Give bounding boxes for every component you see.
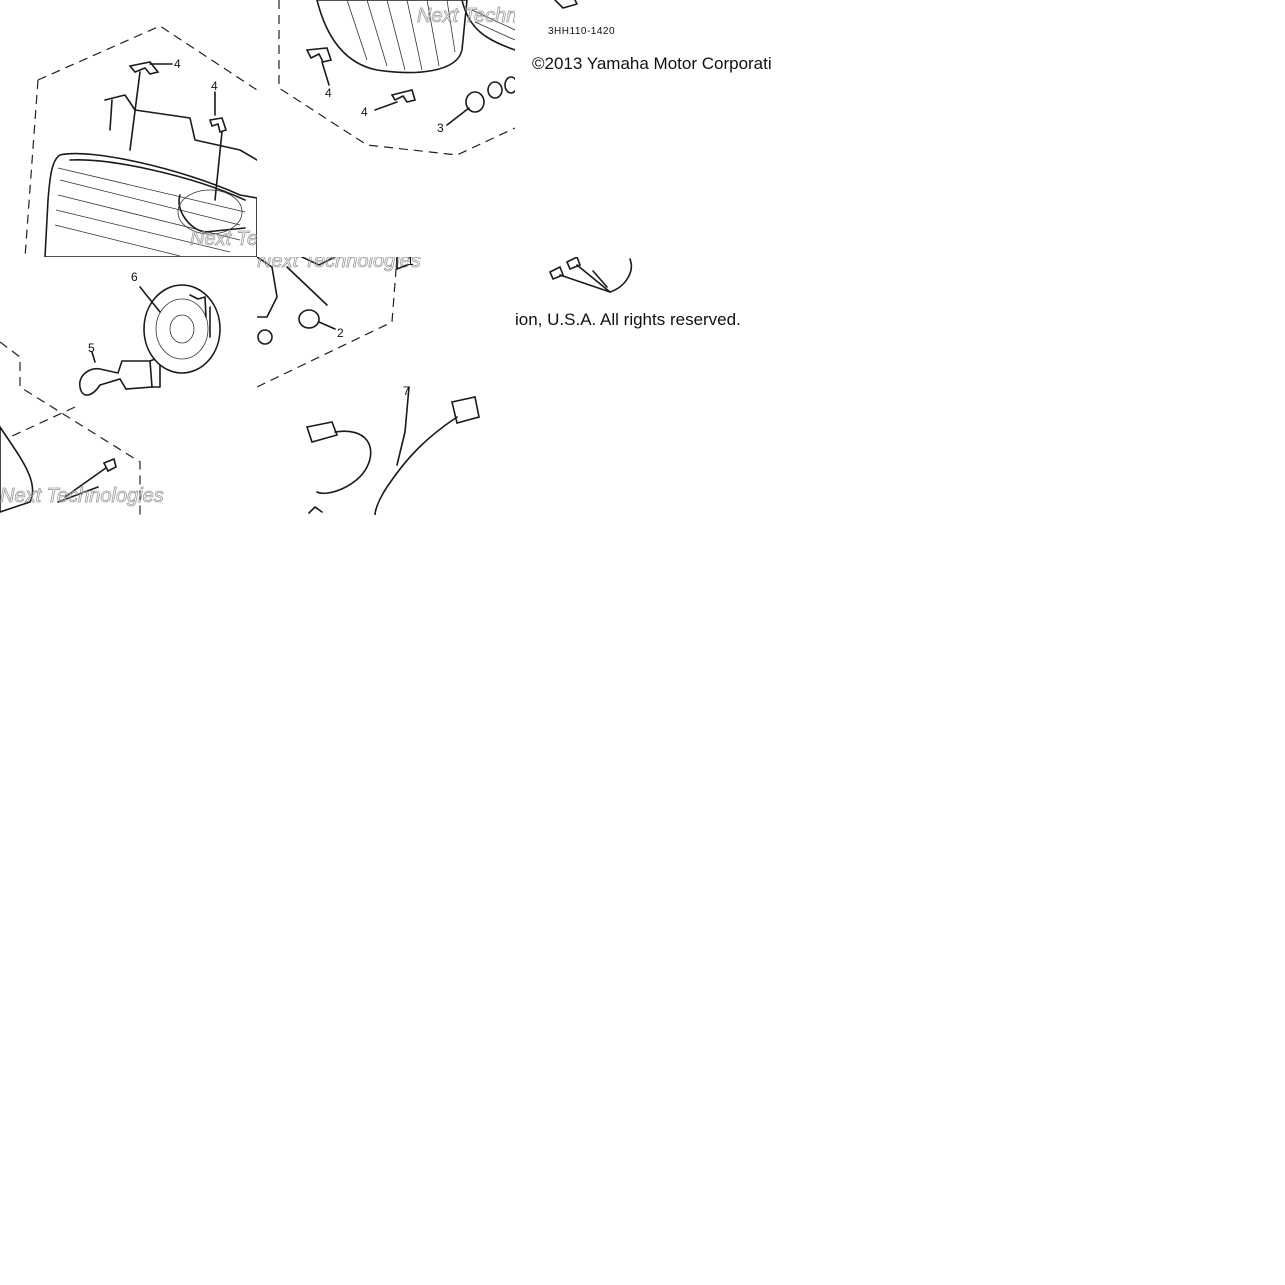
watermark-text-e: Next Technologies — [257, 257, 421, 272]
callout-4b: 4 — [211, 79, 218, 93]
callout-2: 2 — [337, 326, 344, 340]
spring-clip-icon: 4 4 3 Next Technologies — [278, 0, 515, 156]
watermark-text: Next Technologies — [190, 228, 257, 250]
part-number: 3HH110-1420 — [548, 26, 615, 37]
callout-1: 1 — [407, 257, 414, 268]
callout-5: 5 — [88, 341, 95, 355]
bulb-socket-cover-icon — [548, 257, 632, 293]
watermark-text-b: Next Technologies — [417, 5, 515, 27]
tile-lens-clips: 4 4 3 Next Technologies — [257, 0, 515, 257]
callout-6: 6 — [131, 270, 138, 284]
wire-harness-icon: Next Technologies 2 1 7 — [257, 257, 480, 515]
callout-3: 3 — [437, 121, 444, 135]
tile-bulb-socket: 5 6 Next Technologies — [0, 257, 257, 515]
tile-lead-wires: ion, U.S.A. All rights reserved. — [515, 257, 773, 515]
headlight-lens-icon: 4 4 Next Technologies — [24, 25, 257, 257]
callout-7: 7 — [403, 384, 410, 398]
callout-4d: 4 — [361, 105, 368, 119]
callout-4a: 4 — [174, 57, 181, 71]
tile-wire-harness: Next Technologies 2 1 7 — [257, 257, 515, 515]
copyright-panel: 3HH110-1420 — [548, 0, 615, 37]
copyright-text-part1: ©2013 Yamaha Motor Corporati — [532, 54, 772, 73]
copyright-text-part2: ion, U.S.A. All rights reserved. — [515, 310, 741, 329]
tile-part-number: 3HH110-1420 ©2013 Yamaha Motor Corporati — [515, 0, 773, 257]
callout-4c: 4 — [325, 86, 332, 100]
watermark-text-d: Next Technologies — [0, 485, 164, 507]
halogen-bulb-icon: 5 6 Next Technologies — [0, 270, 221, 515]
tile-headlight-lens: 4 4 Next Technologies — [0, 0, 257, 257]
